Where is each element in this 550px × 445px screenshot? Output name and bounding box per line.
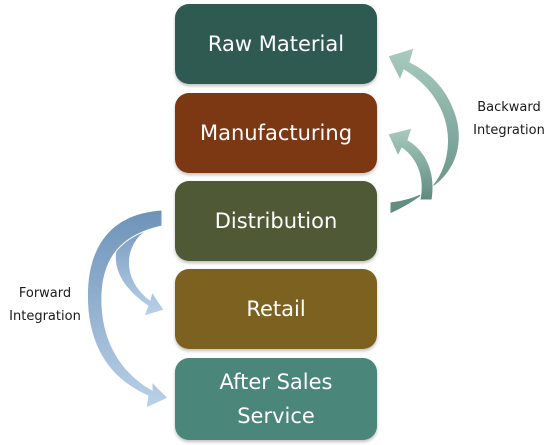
forward-label-line1: Forward: [18, 286, 72, 301]
stage-raw-material: Raw Material: [175, 4, 377, 84]
forward-arrow-after-sales: [86, 209, 169, 409]
forward-integration-label: Forward Integration: [0, 282, 90, 328]
stage-distribution: Distribution: [175, 181, 377, 261]
stage-after-sales-service: After Sales Service: [175, 358, 377, 440]
backward-label-line1: Backward: [477, 100, 541, 115]
backward-arrow-manufacturing: [387, 127, 434, 201]
backward-integration-label: Backward Integration: [468, 96, 550, 142]
stage-retail-label: Retail: [246, 297, 306, 321]
stage-raw-material-label: Raw Material: [207, 32, 345, 56]
forward-label-line2: Integration: [9, 309, 81, 324]
stage-manufacturing: Manufacturing: [175, 93, 377, 173]
stage-manufacturing-label: Manufacturing: [199, 121, 353, 145]
backward-arrow-raw-material: [387, 47, 460, 215]
stage-distribution-label: Distribution: [214, 209, 338, 233]
stage-after-sales-line2: Service: [237, 404, 315, 428]
stage-after-sales-line1: After Sales: [219, 370, 333, 394]
backward-label-line2: Integration: [473, 123, 545, 138]
stage-retail: Retail: [175, 269, 377, 349]
